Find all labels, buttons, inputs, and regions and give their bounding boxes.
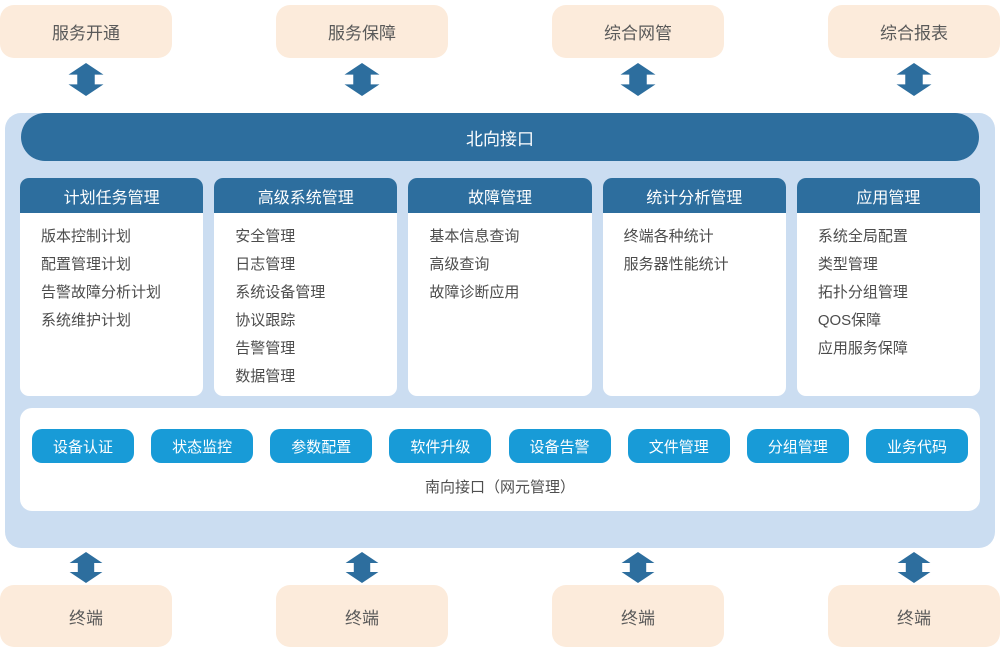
double-arrow-icon — [276, 62, 448, 96]
card-item: 系统维护计划 — [41, 312, 132, 329]
card-item: 告警管理 — [235, 340, 296, 357]
top-box-integrated-nms: 综合网管 — [552, 5, 724, 58]
card-item: 应用服务保障 — [817, 340, 908, 357]
card-plan-task-management: 计划任务管理 版本控制计划 配置管理计划 告警故障分析计划 系统维护计划 — [20, 178, 204, 396]
card-item-list: 安全管理 日志管理 系统设备管理 协议跟踪 告警管理 数据管理 — [214, 213, 397, 391]
card-statistics-analysis-management: 统计分析管理 终端各种统计 服务器性能统计 — [602, 178, 786, 396]
double-arrow-icon — [276, 552, 448, 583]
card-item: 系统全局配置 — [817, 228, 908, 245]
double-arrow-icon — [552, 552, 724, 583]
button-device-auth: 设备认证 — [32, 429, 134, 463]
card-item-list: 系统全局配置 类型管理 拓扑分组管理 QOS保障 应用服务保障 — [797, 213, 980, 363]
terminal-label: 终端 — [897, 608, 931, 628]
card-item: 协议跟踪 — [235, 312, 296, 329]
button-software-upgrade: 软件升级 — [389, 429, 492, 463]
card-title: 应用管理 — [796, 178, 981, 213]
card-item: 服务器性能统计 — [623, 256, 729, 273]
card-item: 拓扑分组管理 — [817, 284, 908, 301]
card-item: 告警故障分析计划 — [41, 284, 162, 301]
top-box-integrated-report: 综合报表 — [828, 5, 1000, 58]
southbound-buttons-row: 设备认证 状态监控 参数配置 软件升级 设备告警 文件管理 分组管理 业务代码 — [20, 408, 980, 463]
top-box-label: 综合网管 — [604, 24, 672, 43]
management-platform-panel: 北向接口 计划任务管理 版本控制计划 配置管理计划 告警故障分析计划 系统维护计… — [5, 113, 995, 548]
card-item: 基本信息查询 — [429, 228, 520, 245]
button-file-management: 文件管理 — [627, 429, 730, 463]
top-arrows-row — [0, 62, 1000, 96]
double-arrow-icon — [828, 62, 1000, 96]
terminal-label: 终端 — [69, 608, 103, 628]
card-item: 安全管理 — [235, 228, 296, 245]
button-group-management: 分组管理 — [746, 429, 849, 463]
northbound-interface-bar: 北向接口 — [21, 113, 979, 161]
card-item: 版本控制计划 — [41, 228, 132, 245]
southbound-panel: 设备认证 状态监控 参数配置 软件升级 设备告警 文件管理 分组管理 业务代码 … — [20, 408, 980, 511]
double-arrow-icon — [0, 552, 172, 583]
card-item: 系统设备管理 — [235, 284, 326, 301]
architecture-diagram: { "top_boxes": ["服务开通", "服务保障", "综合网管", … — [0, 5, 1000, 647]
module-cards-row: 计划任务管理 版本控制计划 配置管理计划 告警故障分析计划 系统维护计划 高级系… — [20, 178, 981, 396]
top-box-label: 服务保障 — [328, 24, 396, 43]
double-arrow-icon — [828, 552, 1000, 583]
top-box-service-assurance: 服务保障 — [276, 5, 448, 58]
button-parameter-config: 参数配置 — [270, 429, 373, 463]
double-arrow-icon — [0, 62, 172, 96]
terminal-box-1: 终端 — [0, 585, 172, 647]
card-item: 日志管理 — [235, 256, 296, 273]
terminal-box-2: 终端 — [276, 585, 448, 647]
northbound-interface-label: 北向接口 — [466, 129, 534, 149]
card-item-list: 终端各种统计 服务器性能统计 — [603, 213, 786, 279]
terminal-box-4: 终端 — [828, 585, 1000, 647]
card-fault-management: 故障管理 基本信息查询 高级查询 故障诊断应用 — [408, 178, 592, 396]
southbound-interface-label: 南向接口（网元管理） — [424, 479, 575, 496]
card-title: 故障管理 — [408, 178, 592, 213]
card-item-list: 版本控制计划 配置管理计划 告警故障分析计划 系统维护计划 — [20, 213, 203, 335]
button-status-monitor: 状态监控 — [151, 429, 254, 463]
card-item: 终端各种统计 — [623, 228, 714, 245]
card-title: 统计分析管理 — [602, 178, 786, 213]
card-advanced-system-management: 高级系统管理 安全管理 日志管理 系统设备管理 协议跟踪 告警管理 数据管理 — [214, 178, 398, 396]
card-item-list: 基本信息查询 高级查询 故障诊断应用 — [408, 213, 591, 307]
card-item: 配置管理计划 — [41, 256, 132, 273]
top-box-service-activation: 服务开通 — [0, 5, 172, 58]
card-item: 数据管理 — [235, 368, 296, 385]
top-systems-row: 服务开通 服务保障 综合网管 综合报表 — [0, 5, 1000, 58]
terminal-box-3: 终端 — [552, 585, 724, 647]
terminals-row: 终端 终端 终端 终端 — [0, 585, 1000, 647]
button-device-alarm: 设备告警 — [508, 429, 611, 463]
card-title: 高级系统管理 — [214, 178, 398, 213]
top-box-label: 综合报表 — [880, 24, 948, 43]
terminal-label: 终端 — [621, 608, 655, 628]
double-arrow-icon — [552, 62, 724, 96]
top-box-label: 服务开通 — [52, 24, 120, 43]
button-service-code: 业务代码 — [865, 429, 968, 463]
card-application-management: 应用管理 系统全局配置 类型管理 拓扑分组管理 QOS保障 应用服务保障 — [796, 178, 981, 396]
card-item: 高级查询 — [429, 256, 490, 273]
bottom-arrows-row — [0, 552, 1000, 583]
card-item: QOS保障 — [817, 312, 882, 329]
card-title: 计划任务管理 — [20, 178, 204, 213]
terminal-label: 终端 — [345, 608, 379, 628]
card-item: 故障诊断应用 — [429, 284, 520, 301]
card-item: 类型管理 — [817, 256, 878, 273]
